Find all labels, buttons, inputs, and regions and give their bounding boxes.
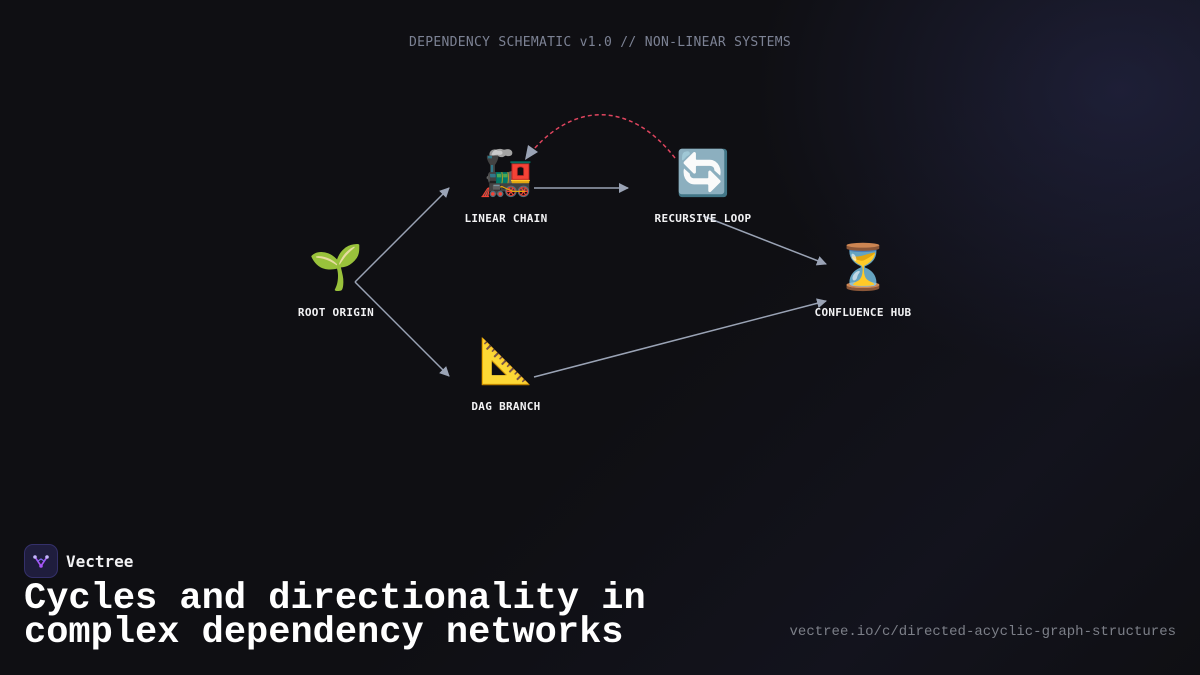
cycle-arrowhead xyxy=(525,145,538,160)
page-url: vectree.io/c/directed-acyclic-graph-stru… xyxy=(789,624,1176,640)
node-dag-branch: 📐 DAG BRANCH xyxy=(436,336,576,413)
diagram-subtitle: DEPENDENCY SCHEMATIC v1.0 // NON-LINEAR … xyxy=(409,35,791,50)
vectree-logo-icon xyxy=(24,544,58,578)
node-root-origin: 🌱 ROOT ORIGIN xyxy=(266,242,406,319)
node-label: RECURSIVE LOOP xyxy=(654,212,752,225)
hourglass-icon: ⏳ xyxy=(835,242,891,293)
node-label: LINEAR CHAIN xyxy=(464,212,548,225)
page-headline: Cycles and directionality in complex dep… xyxy=(24,578,646,654)
node-confluence-hub: ⏳ CONFLUENCE HUB xyxy=(793,242,933,319)
seedling-icon: 🌱 xyxy=(308,242,364,293)
triangular-ruler-icon: 📐 xyxy=(478,336,534,387)
edge-dag-to-confluence xyxy=(533,298,827,378)
brand: Vectree xyxy=(24,544,133,578)
refresh-arrows-icon: 🔄 xyxy=(675,148,731,199)
node-label: DAG BRANCH xyxy=(471,400,541,413)
node-label: ROOT ORIGIN xyxy=(297,306,375,319)
node-recursive-loop: 🔄 RECURSIVE LOOP xyxy=(633,148,773,225)
brand-name: Vectree xyxy=(66,551,134,571)
edge-root-to-linear xyxy=(354,187,450,283)
edge-recursive-to-linear-cycle xyxy=(524,114,676,161)
edge-root-to-dag xyxy=(354,281,450,377)
node-linear-chain: 🚂 LINEAR CHAIN xyxy=(436,148,576,225)
edge-recursive-to-confluence xyxy=(702,215,827,266)
locomotive-icon: 🚂 xyxy=(478,148,534,199)
node-label: CONFLUENCE HUB xyxy=(814,306,912,319)
